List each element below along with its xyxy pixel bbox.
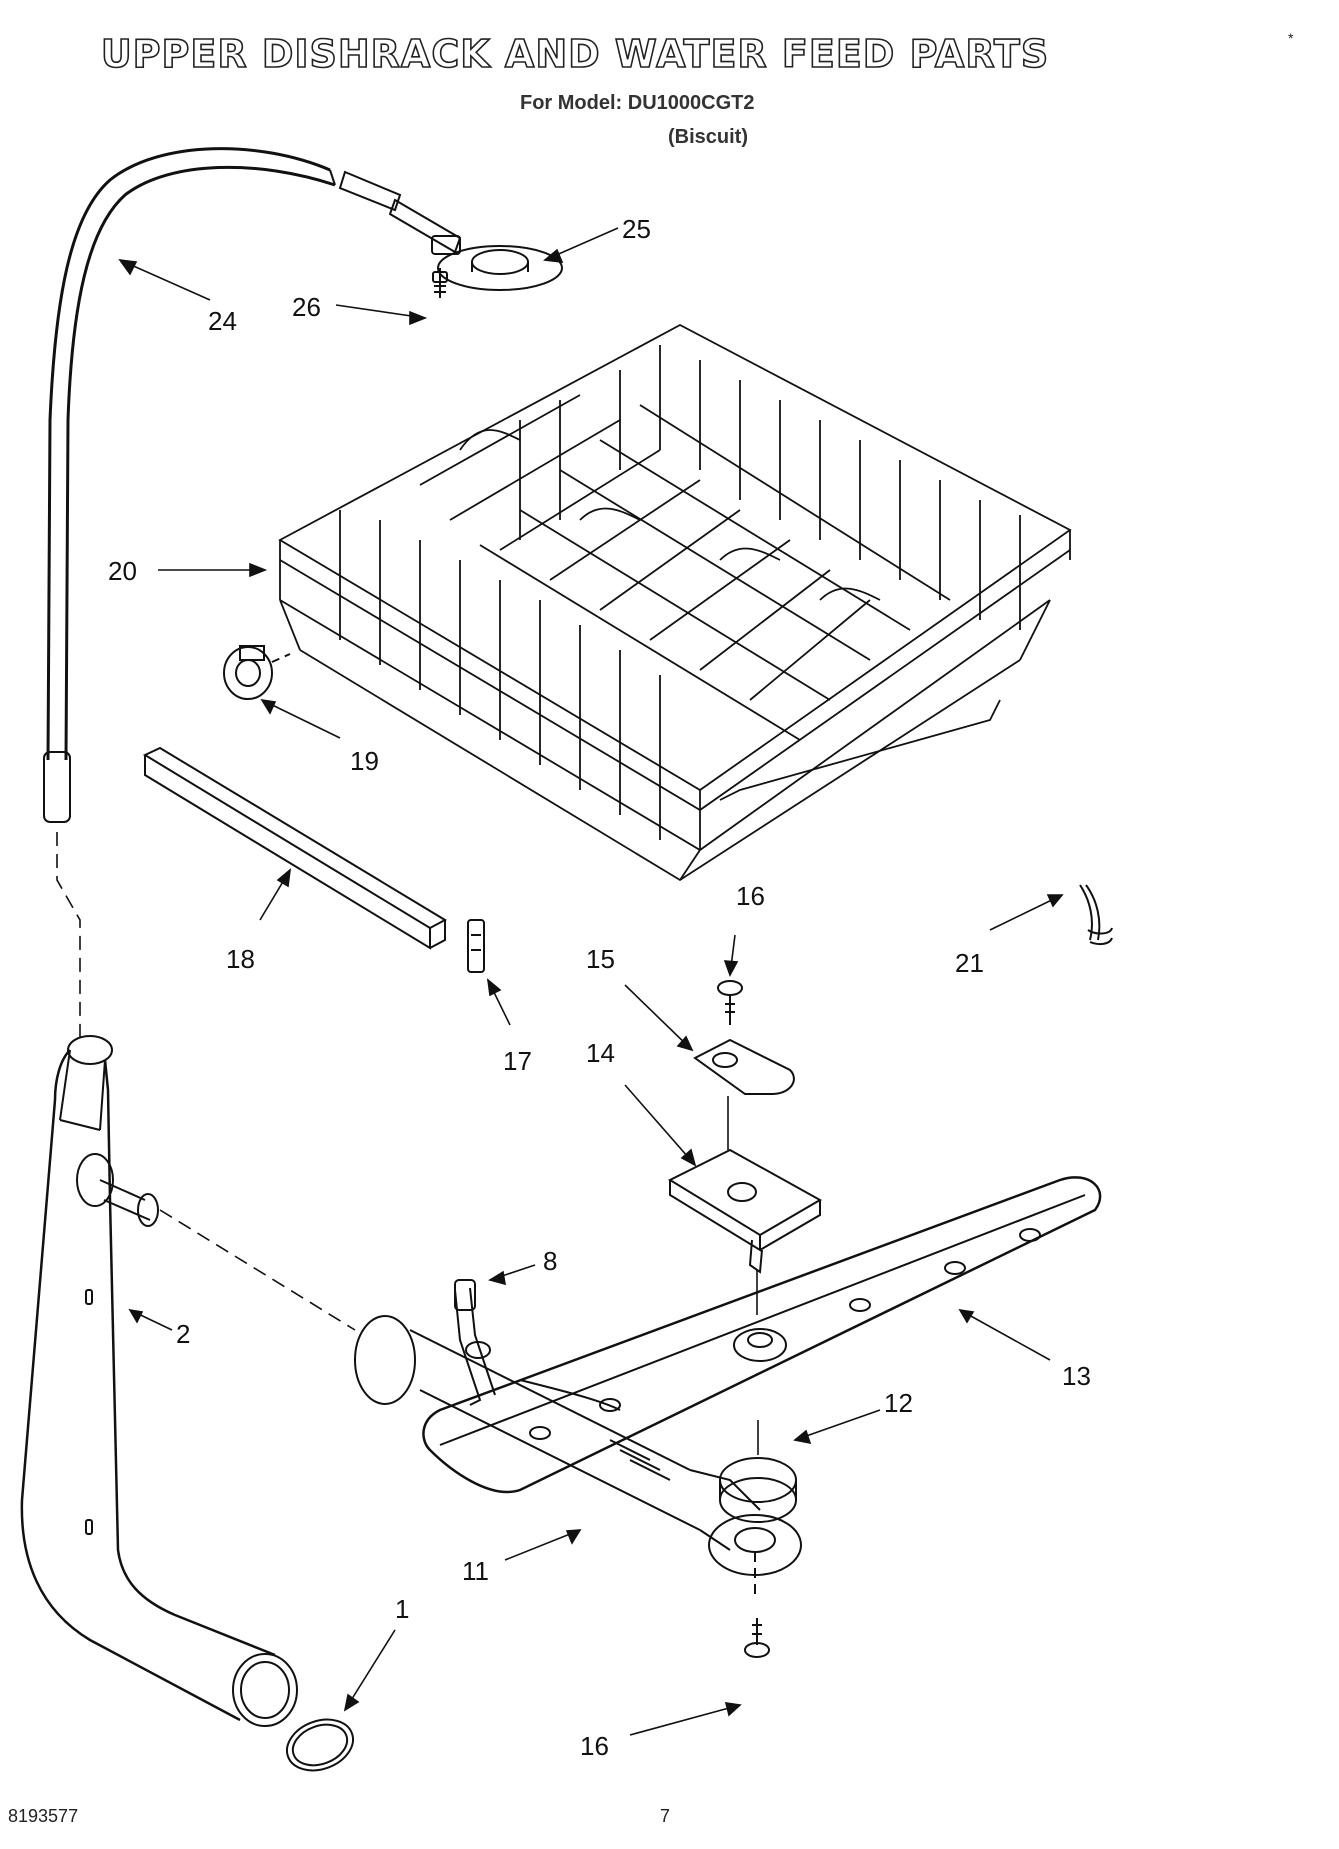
part-20-upper-dishrack [278,323,1072,882]
part-17-rail-clip [467,919,485,973]
part-25-water-feed-nozzle [388,198,563,291]
callout-1: 1 [395,1594,409,1624]
part-2-water-feed-tube [20,1035,298,1727]
part-26-screw [432,268,448,298]
part-1-o-ring [286,1718,354,1772]
callout-17: 17 [503,1046,532,1076]
callout-2: 2 [176,1319,190,1349]
leader-lines [118,227,1064,1736]
callout-12: 12 [884,1388,913,1418]
callout-19: 19 [350,746,379,776]
callout-13: 13 [1062,1361,1091,1391]
document-number: 8193577 [8,1806,79,1826]
callout-16-upper: 16 [736,881,765,911]
part-19-rack-wheel [223,645,291,700]
page-title: UPPER DISHRACK AND WATER FEED PARTS [100,31,1050,77]
color-variant: (Biscuit) [668,126,748,148]
corner-mark: * [1288,30,1294,46]
callout-24: 24 [208,306,237,336]
callout-8: 8 [543,1246,557,1276]
part-24-feed-tube [43,147,402,823]
part-16-screw-lower [744,1618,770,1658]
part-21-wire-hook [1079,884,1113,946]
callout-20: 20 [108,556,137,586]
page-number: 7 [660,1806,671,1826]
part-16-screw-upper [717,980,743,1025]
part-13-spray-arm [422,1176,1102,1494]
connector-dashed-manifold [159,1209,356,1331]
callout-11: 11 [462,1556,489,1586]
callout-14: 14 [586,1038,615,1068]
model-line: For Model: DU1000CGT2 [520,92,755,114]
callout-25: 25 [622,214,651,244]
part-14-arm-mount [667,1096,823,1315]
part-11-manifold [354,1315,802,1600]
part-15-deflector [693,1038,795,1096]
callout-16-lower: 16 [580,1731,609,1761]
callout-15: 15 [586,944,615,974]
callout-labels: 25 24 26 20 19 18 17 16 15 14 21 8 2 13 … [108,214,1091,1761]
part-8-bracket [454,1279,496,1406]
callout-21: 21 [955,948,984,978]
part-18-rack-rail [142,746,448,950]
part-12-bearing-ring [719,1420,797,1523]
callout-18: 18 [226,944,255,974]
connector-dashed-tube [56,832,81,1040]
callout-26: 26 [292,292,321,322]
